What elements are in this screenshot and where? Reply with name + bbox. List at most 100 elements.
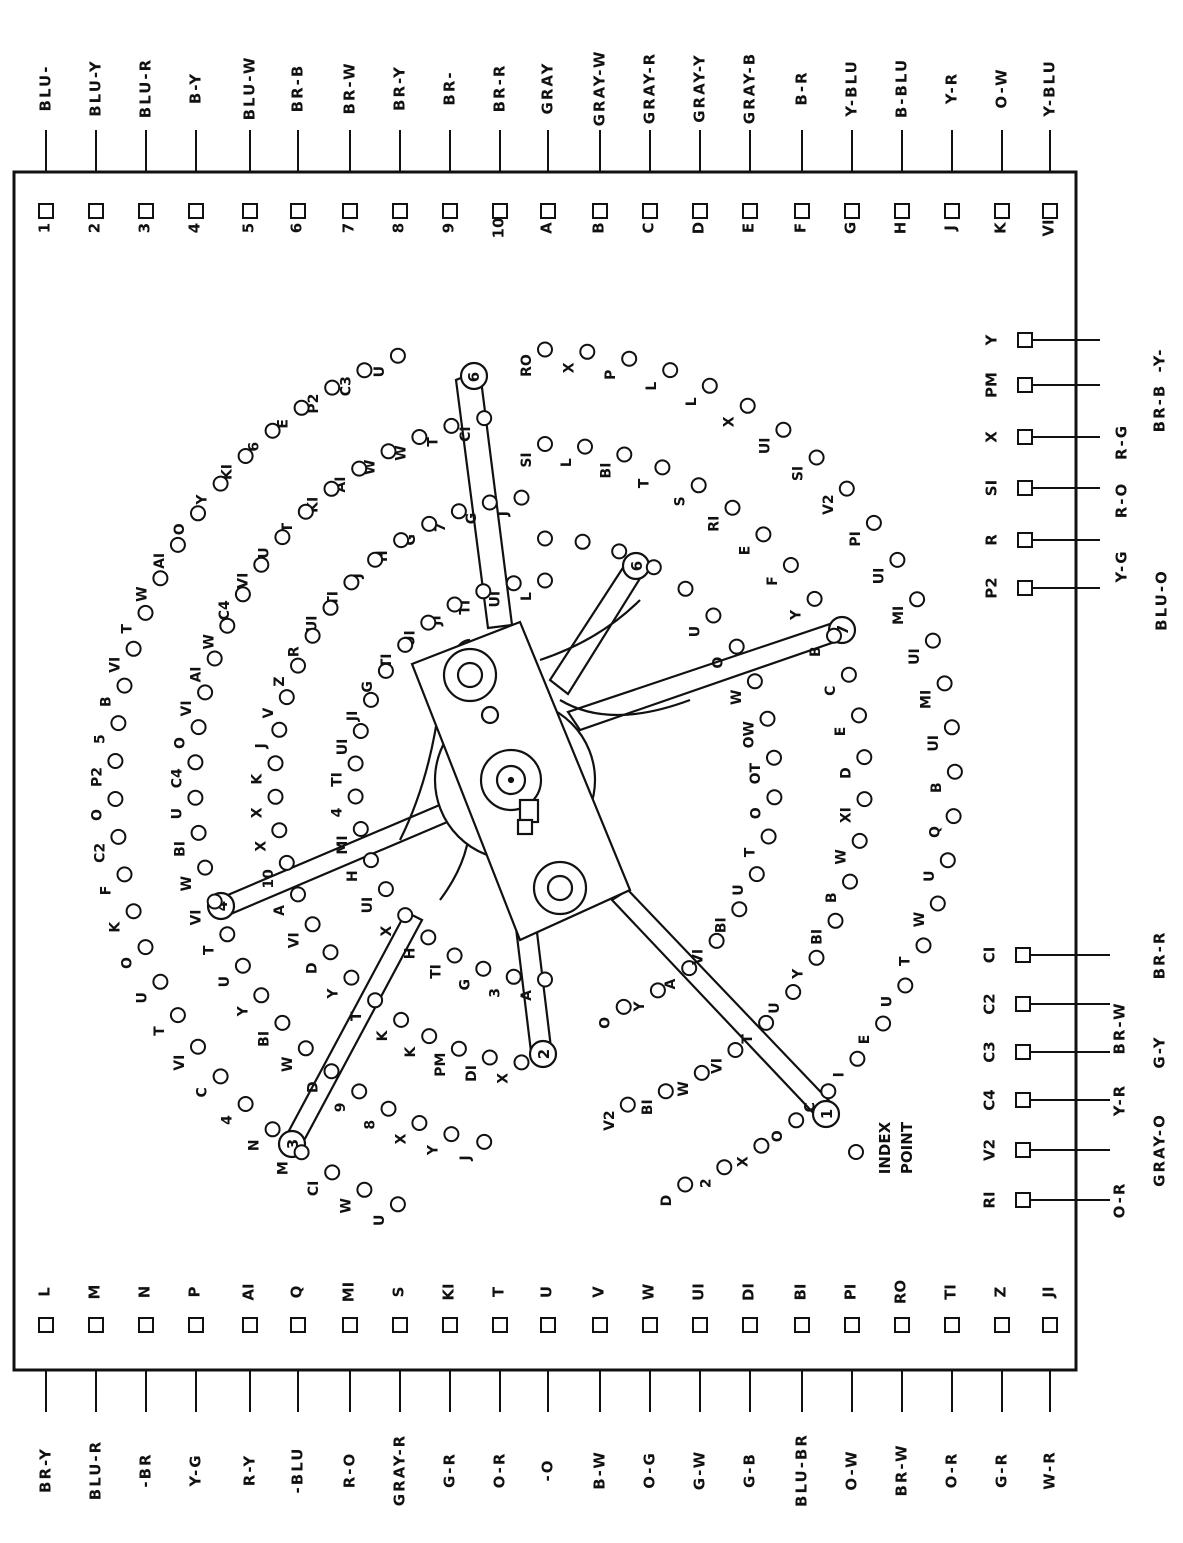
contact-label: 3 xyxy=(488,988,504,998)
contact-label: 5 xyxy=(92,734,108,744)
contact-point xyxy=(476,410,493,427)
top-wire-label-16: Y-BLU xyxy=(843,59,861,118)
contact-label: T xyxy=(349,1011,365,1021)
top-wire-label-17: B-BLU xyxy=(893,58,911,118)
contact-label: E xyxy=(857,1035,873,1045)
contact-label: UI xyxy=(757,438,773,455)
bottom-wire-label-18: O-R xyxy=(943,1452,961,1489)
arm-6-top-tip xyxy=(459,361,489,391)
contact-point xyxy=(657,1083,674,1100)
contact-label: B xyxy=(808,646,824,657)
contact-label: Y xyxy=(791,968,807,980)
top-wire-label-9: BR-R xyxy=(491,64,509,113)
contact-label: T xyxy=(636,478,652,488)
contact-label: U xyxy=(687,626,703,637)
contact-point xyxy=(253,556,270,573)
contact-point xyxy=(446,947,463,964)
contact-point xyxy=(760,828,777,845)
bottom-wire-label-17: BR-W xyxy=(893,1443,911,1496)
contact-point xyxy=(267,755,284,772)
top-wire-label-11: GRAY-W xyxy=(591,50,609,127)
contact-label: VI xyxy=(172,1055,188,1071)
contact-point xyxy=(443,417,460,434)
contact-label: W xyxy=(676,1081,692,1096)
contact-label: U xyxy=(767,1002,783,1013)
top-term-label-15: F xyxy=(792,223,810,233)
contact-label: V xyxy=(261,708,277,719)
bottom-term-label-8: KI xyxy=(440,1283,458,1300)
top-terminal-square-2 xyxy=(138,203,154,219)
contact-point xyxy=(278,689,295,706)
contact-point xyxy=(758,1014,775,1031)
contact-point xyxy=(946,763,963,780)
top-wire-label-4: BLU-W xyxy=(241,56,259,121)
contact-label: K xyxy=(108,921,124,933)
contact-label: 4 xyxy=(330,807,346,817)
contact-point xyxy=(662,362,679,379)
contact-label: J xyxy=(496,511,512,517)
contact-label: X xyxy=(253,841,269,852)
arm-label-3: 3 xyxy=(284,1139,302,1149)
contact-point xyxy=(278,854,295,871)
top-terminal-square-5 xyxy=(290,203,306,219)
contact-point xyxy=(110,828,127,845)
contact-label: W xyxy=(393,445,409,460)
top-wire-label-19: O-W xyxy=(993,67,1011,108)
bottom-wire-label-6: R-O xyxy=(341,1452,359,1489)
contact-point xyxy=(397,907,414,924)
contact-label: V2 xyxy=(821,494,837,515)
bottom-terminal-strip: LBR-YMBLU-RN-BRPY-GAIR-YQ-BLUMIR-OSGRAY-… xyxy=(36,1280,1059,1507)
bottom-terminal-square-6 xyxy=(342,1317,358,1333)
contact-point xyxy=(380,443,397,460)
rotor-assembly xyxy=(206,361,857,1159)
contact-label: C xyxy=(823,686,839,696)
contact-point xyxy=(481,494,498,511)
contact-point xyxy=(611,543,628,560)
contact-point xyxy=(351,460,368,477)
contact-point xyxy=(237,448,254,464)
contact-point xyxy=(505,575,522,592)
bottom-terminal-square-4 xyxy=(242,1317,258,1333)
contact-label: G xyxy=(464,513,480,525)
contact-point xyxy=(943,719,960,736)
contact-label: B xyxy=(824,892,840,903)
bottom-term-label-15: BI xyxy=(792,1283,810,1300)
contact-label: BI xyxy=(713,917,729,933)
contact-label: U xyxy=(372,366,388,377)
contact-point xyxy=(190,824,207,841)
contact-point xyxy=(755,526,772,543)
contact-label: O xyxy=(120,957,136,969)
bottom-term-label-16: PI xyxy=(842,1284,860,1301)
contact-point xyxy=(731,901,748,918)
top-term-label-5: 6 xyxy=(288,223,306,233)
contact-point xyxy=(297,503,314,520)
contact-label: S xyxy=(673,496,689,506)
contact-point xyxy=(107,791,124,807)
arm-number-labels: 6 6 7 4 3 2 1 xyxy=(213,372,852,1149)
right-upper-wire-label-0: -Y- xyxy=(1151,348,1169,373)
bottom-terminal-square-0 xyxy=(38,1317,54,1333)
contact-point xyxy=(411,429,428,445)
contact-point xyxy=(748,866,765,883)
contact-point xyxy=(915,937,932,954)
contact-point xyxy=(785,984,802,1000)
bottom-wire-label-10: -O xyxy=(539,1459,557,1482)
bottom-wire-label-8: G-R xyxy=(441,1452,459,1488)
contact-point xyxy=(356,1181,373,1198)
contact-points: UC3P2E6KIYOAIWTVIB5P2OC2FKOUTVIC4NMCIWUC… xyxy=(89,341,963,1226)
bottom-terminal-square-17 xyxy=(894,1317,910,1333)
contact-label: O xyxy=(598,1017,614,1029)
contact-point xyxy=(724,499,741,516)
contact-point xyxy=(297,1040,314,1057)
contact-label: G xyxy=(403,534,419,546)
contact-point xyxy=(856,749,873,766)
contact-label: 10 xyxy=(261,869,277,889)
top-wire-label-3: B-Y xyxy=(187,72,205,104)
bottom-term-label-19: Z xyxy=(992,1286,1010,1297)
bottom-terminal-square-2 xyxy=(138,1317,154,1333)
contact-label: C2 xyxy=(92,843,108,863)
arm-label-6-top: 6 xyxy=(465,372,483,382)
contact-point xyxy=(513,1054,530,1071)
contact-point xyxy=(909,591,926,608)
top-term-label-13: D xyxy=(690,222,708,234)
